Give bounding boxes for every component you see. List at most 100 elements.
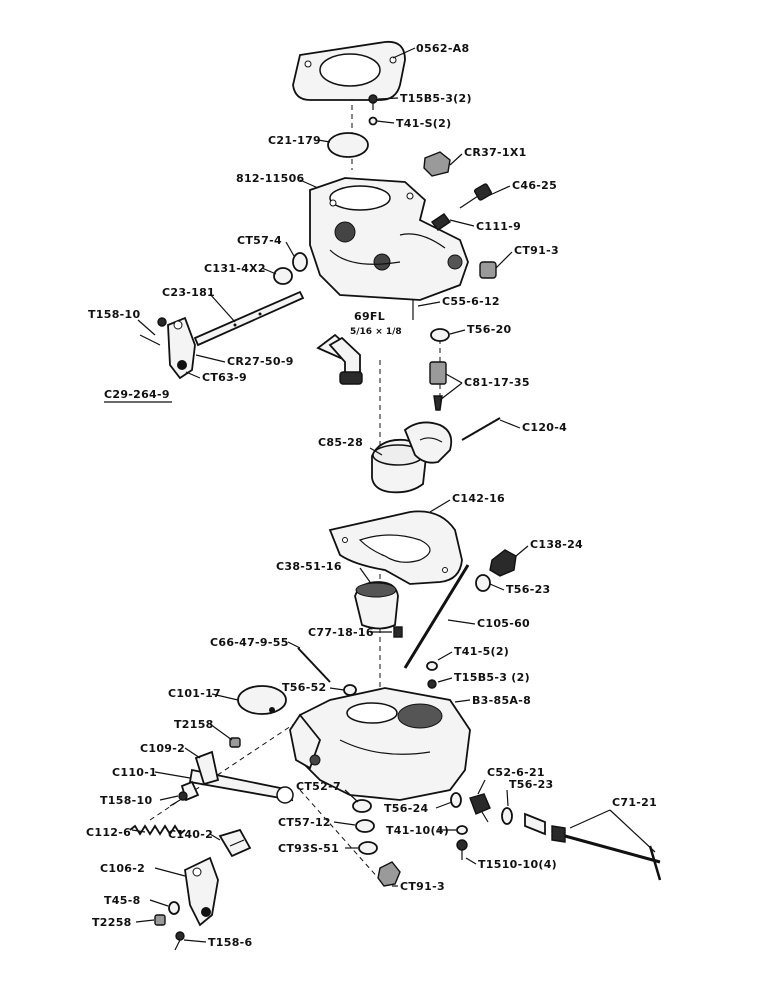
label-c85-28: C85-28 [318,436,363,449]
label-c21-179: C21-179 [268,134,321,147]
axis-line-bottom [299,789,381,881]
label-t56-23-upper: T56-23 [506,583,550,596]
label-t1510-10: T1510-10(4) [478,858,557,871]
label-c110-1: C110-1 [112,766,157,779]
label-t158-6: T158-6 [208,936,253,949]
choke-lever [180,750,294,804]
label-0562-a8: 0562-A8 [416,42,469,55]
label-c112-6: C112-6 [86,826,131,839]
label-c105-60: C105-60 [477,617,530,630]
nut-t2158 [229,737,241,748]
choke-plate [237,685,287,715]
throttle-plate [327,132,369,158]
label-t41-5: T41-5(2) [454,645,509,658]
label-ct91-3-lower: CT91-3 [400,880,445,893]
label-t158-10-lower: T158-10 [100,794,152,807]
throttle-lever [167,316,196,380]
label-t2158: T2158 [174,718,214,731]
nut-t2258 [154,914,166,926]
label-c106-2: C106-2 [100,862,145,875]
label-t158-10-upper: T158-10 [88,308,140,321]
washer-t56-24 [450,792,462,808]
spring-c112-6 [129,824,186,836]
label-c46-25: C46-25 [512,179,557,192]
label-c140-2: C140-2 [168,828,213,841]
washer-ct52-7 [352,799,372,813]
seal-c131 [273,267,293,285]
bowl-gasket [328,510,463,585]
label-c38-51-16: C38-51-16 [276,560,342,573]
label-c120-4: C120-4 [522,421,567,434]
label-c81-17-35: C81-17-35 [464,376,530,389]
washer-t41-10 [456,825,468,835]
needle-valve [429,361,447,411]
plug-ct91-3 [479,261,497,279]
venturi [354,581,399,630]
label-69fl: 69FL [354,310,385,323]
plug-ct91-3-lower [377,861,401,887]
screw-top [368,94,378,126]
label-c23-181: C23-181 [162,286,215,299]
screw-t1510 [456,839,468,860]
idle-screw [459,183,493,209]
label-cr37-1x1: CR37-1X1 [464,146,527,159]
cap-nut [423,151,451,177]
adjusting-needle [524,812,662,881]
washer-t56-20 [430,328,450,342]
plug-c138-24 [489,549,517,577]
screw-t15b5-lower [427,679,437,689]
label-t45-8: T45-8 [104,894,141,907]
main-jet [469,793,491,823]
label-t56-23-lower: T56-23 [509,778,553,791]
label-ct63-9: CT63-9 [202,371,247,384]
label-ct91-3-upper: CT91-3 [514,244,559,257]
washer-t45-8 [168,901,180,915]
label-c77-18-16: C77-18-16 [308,626,374,639]
label-t41-10: T41-10(4) [386,824,449,837]
float-assembly [371,421,453,494]
label-69fl-size: 5/16 × 1/8 [350,327,402,337]
label-t15b5-3-lower: T15B5-3 (2) [454,671,530,684]
washer-ct93s-51 [358,841,378,855]
spring-c77 [393,626,403,638]
bolt-c140-2 [218,828,252,858]
float-pin [461,417,501,441]
screw-t158-6 [174,931,185,951]
elbow-fitting [316,333,363,385]
washer-t56-23-upper [475,574,491,592]
label-c109-2: C109-2 [140,742,185,755]
washer-t56-23-lower [501,807,513,825]
label-t56-24: T56-24 [384,802,429,815]
label-t15b5-3-upper: T15B5-3(2) [400,92,472,105]
fuel-bowl [289,687,471,801]
screw-t158-10-lower [169,791,188,807]
label-c142-16: C142-16 [452,492,505,505]
washer-t56-52 [343,684,357,696]
label-cr27-50-9: CR27-50-9 [227,355,294,368]
label-ct57-4: CT57-4 [237,234,282,247]
lever-c106-2 [184,856,219,927]
washer-t41-5 [426,661,438,671]
washer-ct57-4 [292,252,308,272]
label-ct57-12: CT57-12 [278,816,331,829]
screw-t158-10-upper [139,317,167,346]
label-b3-85a-8: B3-85A-8 [472,694,531,707]
flange-gasket [292,40,406,101]
label-812-11506: 812-11506 [236,172,305,185]
label-ct93s-51: CT93S-51 [278,842,339,855]
label-c131-4x2: C131-4X2 [204,262,266,275]
label-t56-52: T56-52 [282,681,326,694]
label-c138-24: C138-24 [530,538,583,551]
label-c101-17: C101-17 [168,687,221,700]
label-c111-9: C111-9 [476,220,521,233]
label-c66-47-9-55: C66-47-9-55 [210,636,289,649]
label-t41-s: T41-S(2) [396,117,451,130]
part-labels: 0562-A8 T15B5-3(2) T41-S(2) C21-179 CR37… [86,42,657,949]
label-c52-6-21: C52-6-21 [487,766,545,779]
label-ct52-7: CT52-7 [296,780,341,793]
label-c55-6-12: C55-6-12 [442,295,500,308]
label-c71-21: C71-21 [612,796,657,809]
mixture-screw [430,213,452,231]
washer-ct57-12 [355,819,375,833]
